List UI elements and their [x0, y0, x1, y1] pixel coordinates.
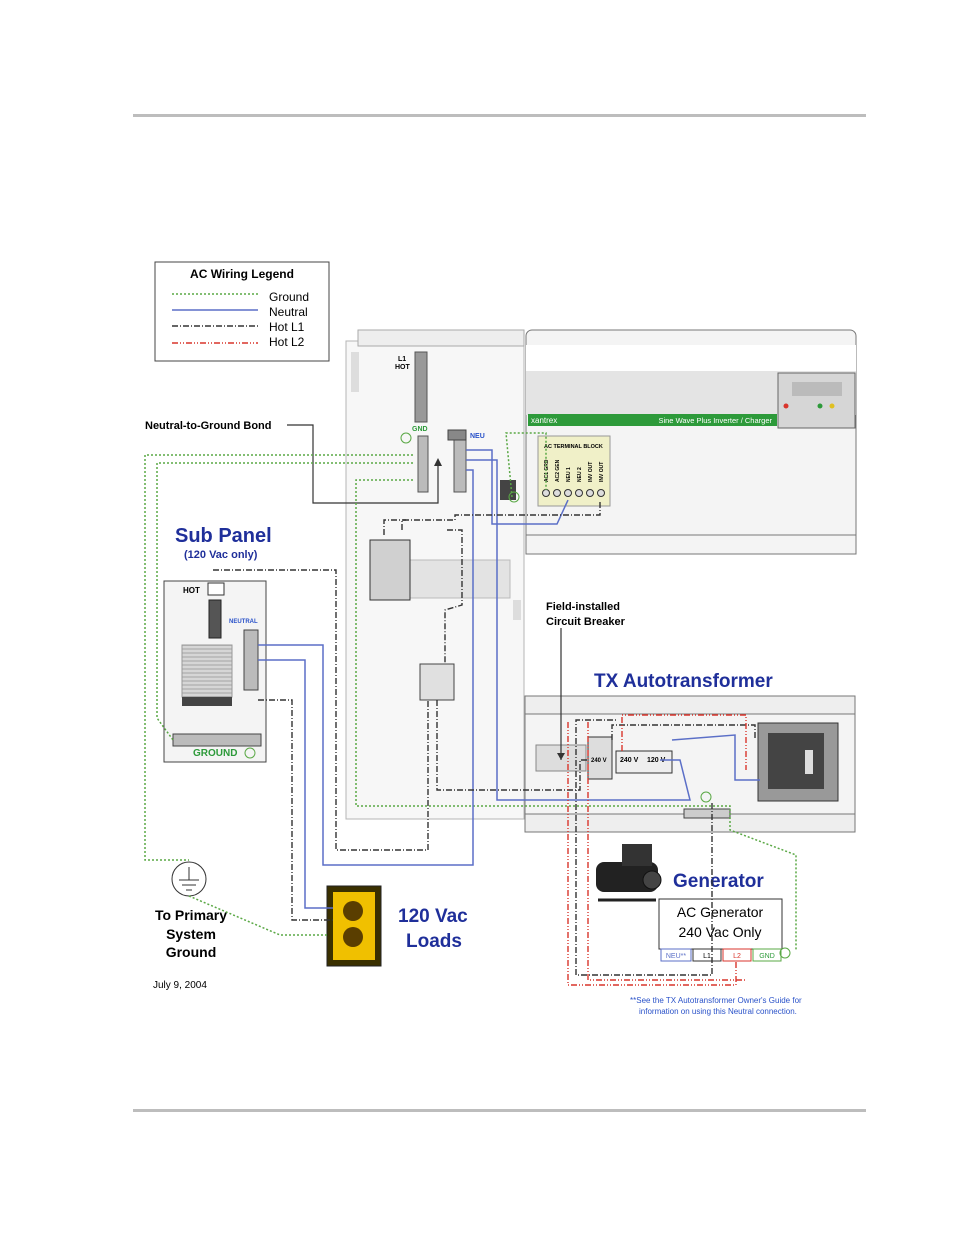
l1-bus-bar	[414, 351, 428, 423]
gnd-label: GND	[412, 426, 428, 433]
header-rule	[133, 114, 866, 117]
terminal-4: INV OUT	[588, 462, 594, 482]
primary-ground-label-3: Ground	[166, 944, 217, 960]
generator-title: Generator	[673, 871, 764, 892]
neu-label: NEU	[470, 433, 485, 440]
legend: AC Wiring Legend Ground Neutral Hot L1 H…	[154, 261, 330, 362]
loads-label-1: 120 Vac	[398, 906, 468, 927]
terminal-0: AC1 GRD	[544, 459, 550, 482]
primary-ground-label-2: System	[166, 926, 216, 942]
neutral-wires	[258, 449, 760, 909]
outlet: 120 Vac Loads	[326, 885, 468, 967]
gen-term-neu: NEU**	[666, 953, 687, 960]
terminal-1: AC2 GEN	[555, 459, 561, 482]
gen-term-l1: L1	[703, 953, 711, 960]
legend-neutral-label: Neutral	[269, 305, 308, 319]
primary-ground-label-1: To Primary	[155, 907, 227, 923]
tx-title: TX Autotransformer	[594, 671, 773, 692]
l1-label: L1	[398, 356, 406, 363]
tx-autotransformer: TX Autotransformer 240 V 240 V 120 V	[524, 671, 856, 833]
field-breaker	[587, 736, 613, 780]
v240-label: 240 V	[620, 757, 639, 764]
legend-title: AC Wiring Legend	[190, 267, 294, 281]
legend-l1-label: Hot L1	[269, 320, 305, 334]
sub-panel-note: (120 Vac only)	[184, 549, 258, 561]
ac-generator-voltage: 240 Vac Only	[678, 924, 761, 940]
brand-label: xantrex	[531, 416, 557, 425]
gen-term-gnd: GND	[759, 953, 775, 960]
field-breaker-label-1: Field-installed	[546, 601, 620, 613]
inverter-control-panel	[777, 372, 856, 429]
branch-breaker	[419, 663, 455, 701]
sub-panel-title: Sub Panel	[175, 525, 272, 547]
ground-label: GROUND	[193, 748, 237, 759]
inverter-name: Sine Wave Plus Inverter / Charger	[658, 416, 772, 425]
l2-wires	[567, 714, 747, 986]
terminal-block-label: AC TERMINAL BLOCK	[544, 444, 603, 450]
date-label: July 9, 2004	[153, 980, 207, 991]
terminal-5: INV OUT	[599, 462, 605, 482]
panel-connector	[500, 480, 516, 500]
ground-wires	[144, 432, 797, 950]
legend-l2-label: Hot L2	[269, 335, 305, 349]
hot-label: HOT	[183, 586, 200, 595]
inverter: xantrex Sine Wave Plus Inverter / Charge…	[525, 329, 857, 555]
main-panel: L1 HOT GND NEU	[345, 329, 525, 820]
primary-ground: To Primary System Ground	[155, 861, 227, 960]
footnote-2: information on using this Neutral connec…	[639, 1007, 797, 1016]
footnote-1: **See the TX Autotransformer Owner's Gui…	[630, 996, 802, 1005]
bond-label: Neutral-to-Ground Bond	[145, 420, 271, 432]
v120-label: 120 V	[647, 757, 666, 764]
loads-label-2: Loads	[406, 931, 462, 952]
inverter-label-strip	[528, 414, 777, 426]
gen-term-l2: L2	[733, 953, 741, 960]
generator-icon	[596, 862, 658, 892]
legend-ground-label: Ground	[269, 290, 309, 304]
field-breaker-label-2: Circuit Breaker	[546, 616, 626, 628]
ac-generator-label: AC Generator	[677, 904, 764, 920]
sub-panel: Sub Panel (120 Vac only) HOT NEUTRAL GRO…	[163, 525, 272, 763]
neutral-label: NEUTRAL	[229, 619, 258, 625]
tx-terminal-block	[615, 750, 673, 774]
footer-rule	[133, 1109, 866, 1112]
v240-breaker-label: 240 V	[591, 758, 607, 764]
l1-wires	[213, 500, 756, 976]
main-breaker	[369, 539, 411, 601]
terminal-2: NEU 1	[566, 467, 572, 482]
neu-bus-bar	[453, 435, 467, 493]
l1-hot-label: HOT	[395, 364, 411, 371]
generator: Generator AC Generator 240 Vac Only NEU*…	[596, 844, 791, 962]
terminal-3: NEU 2	[577, 467, 583, 482]
gnd-bus-bar	[417, 435, 429, 493]
